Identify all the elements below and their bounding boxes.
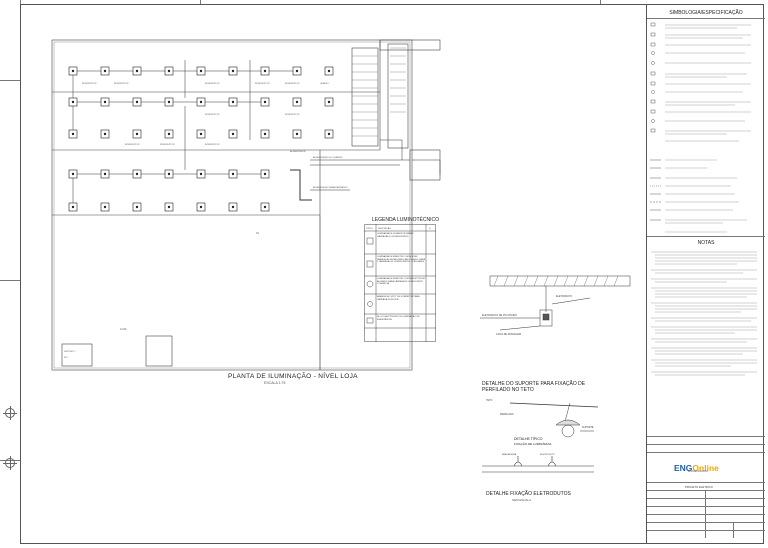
divider (705, 490, 706, 538)
svg-text:W.C.: W.C. (64, 357, 69, 359)
divider (647, 436, 765, 437)
margin-tick (200, 0, 201, 4)
luminaire-array (68, 66, 334, 212)
ceiling-detail: ELETRODUTO ELETRODUTO DE PVC RÍGIDO CAIX… (480, 275, 631, 336)
svg-text:SUPORTE: SUPORTE (582, 426, 594, 429)
svg-text:INTERRUPTOR: INTERRUPTOR (205, 83, 220, 85)
building-outline (51, 39, 413, 371)
svg-text:PERFILADO: PERFILADO (500, 413, 514, 416)
symbols-title: SIMBOLOGIA/ESPECIFICAÇÃO (669, 10, 743, 16)
notes-title: NOTAS (697, 240, 715, 246)
compass-rose-icon (3, 456, 17, 470)
svg-text:INTERRUPTOR: INTERRUPTOR (205, 114, 220, 116)
legend-table: TIPOS DESCRIÇÃO Q (364, 224, 436, 342)
plan-title: PLANTA DE ILUMINAÇÃO - NÍVEL LOJA (228, 373, 358, 380)
conduit-detail: BRAÇADEIRA ELETRODUTO (482, 453, 594, 473)
legend-row-desc: LUMINÁRIA DE EMBUTIR COM ALETAS PARALELA… (377, 256, 425, 264)
typical-detail-title: DETALHE TÍPICO (514, 437, 543, 441)
conduit-runs (72, 60, 441, 203)
sidebar-panel: SIMBOLOGIA/ESPECIFICAÇÃO (646, 4, 765, 544)
symbol-list (650, 22, 751, 233)
svg-text:ELETRODUTO: ELETRODUTO (540, 454, 555, 456)
notes-text (651, 251, 757, 376)
svg-text:LOJA: LOJA (120, 327, 127, 331)
svg-text:INTERRUPTOR: INTERRUPTOR (285, 114, 300, 116)
logo-text-secondary: Online (692, 463, 719, 473)
margin-tick (20, 0, 21, 4)
legend-row-desc: LUMINÁRIA DE EMBUTIR COM REFLETOR EM ALU… (377, 278, 425, 286)
project-label: PROJETO ELÉTRICO (685, 485, 713, 489)
svg-text:INTERRUPTOR: INTERRUPTOR (160, 144, 175, 146)
svg-text:TETO: TETO (486, 399, 492, 402)
conduit-detail-scale: SEM ESCALA (512, 498, 532, 502)
svg-text:INTERRUPTOR: INTERRUPTOR (285, 83, 300, 85)
support-detail: TETO PERFILADO SUPORTE (486, 399, 599, 438)
svg-text:BRAÇADEIRA: BRAÇADEIRA (502, 453, 517, 456)
divider (733, 522, 734, 538)
svg-text:INTERRUPTOR: INTERRUPTOR (82, 83, 97, 85)
divider (647, 18, 765, 19)
svg-text:INTERRUPTOR: INTERRUPTOR (125, 144, 140, 146)
divider (647, 498, 765, 499)
svg-text:ALIMENTAÇÃO PARA PAVIMENTO: ALIMENTAÇÃO PARA PAVIMENTO (313, 186, 348, 189)
divider (647, 514, 765, 515)
svg-text:INTERRUPTOR: INTERRUPTOR (114, 83, 129, 85)
divider (647, 530, 765, 531)
support-detail-title: DETALHE DO SUPORTE PARA FIXAÇÃO DE PERFI… (482, 381, 586, 393)
svg-text:QUADRO: QUADRO (320, 82, 329, 85)
margin-tick (0, 280, 20, 281)
margin-tick (0, 80, 20, 81)
typical-detail-subtitle: FIXAÇÃO DE LUMINÁRIAS (514, 442, 552, 446)
svg-text:ELETRODUTO: ELETRODUTO (556, 295, 572, 298)
legend-rows: LUMINÁRIA DE SOBREPOR PARA 2 LÂMPADAS FL… (377, 233, 425, 330)
divider (647, 452, 765, 453)
divider (647, 482, 765, 483)
plan-scale: ESCALA 1:75 (264, 381, 286, 385)
svg-text:ALIMENTADOR: ALIMENTADOR (290, 150, 306, 153)
legend-header: TIPOS (366, 228, 373, 230)
legend-row-desc: BLOCO AUTÔNOMO DE ILUMINAÇÃO DE EMERGÊNC… (377, 316, 420, 321)
logo-text-primary: ENG (674, 463, 693, 473)
logo-subtitle: ENGENHARIA (688, 469, 708, 473)
divider (647, 236, 765, 237)
svg-text:ALIMENTAÇÃO DO QUADRO: ALIMENTAÇÃO DO QUADRO (313, 156, 343, 159)
legend-row-desc: ARANDELA / SPOT DE SOBREPOR PARA LÂMPADA… (377, 296, 420, 301)
compass-rose-icon (3, 406, 17, 420)
divider (647, 490, 765, 491)
divider (647, 522, 765, 523)
svg-text:ELETRODUTO DE PVC RÍGIDO: ELETRODUTO DE PVC RÍGIDO (482, 314, 517, 317)
legend-title: LEGENDA LUMINOTÉCNICO (372, 217, 439, 223)
sheet-frame (20, 4, 764, 544)
conduit-detail-title: DETALHE FIXAÇÃO ELETRODUTOS (486, 491, 571, 497)
svg-text:INTERRUPTOR: INTERRUPTOR (205, 144, 220, 146)
margin-tick (600, 0, 601, 4)
divider (647, 506, 765, 507)
svg-text:INTERRUPTOR: INTERRUPTOR (255, 83, 270, 85)
legend-row-desc: LUMINÁRIA DE SOBREPOR PARA 2 LÂMPADAS FL… (377, 233, 414, 238)
divider (647, 444, 765, 445)
svg-text:01: 01 (256, 231, 259, 235)
legend-header: DESCRIÇÃO (378, 227, 391, 230)
legend-header: Q (429, 228, 431, 230)
company-logo: ENGOnline ENGENHARIA (674, 458, 719, 473)
svg-text:CAIXA DE PASSAGEM: CAIXA DE PASSAGEM (496, 333, 521, 336)
svg-text:DEPÓSITO: DEPÓSITO (64, 350, 76, 353)
